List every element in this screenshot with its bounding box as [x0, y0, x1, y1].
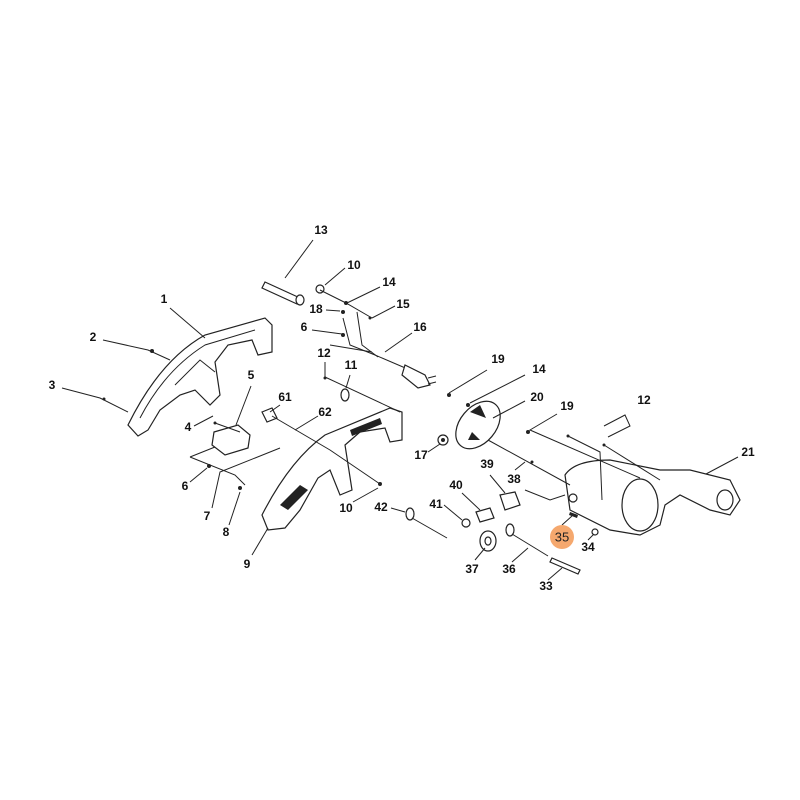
part-41-nut[interactable] — [461, 518, 471, 528]
part-61-switch-lock[interactable] — [261, 407, 278, 423]
label-36[interactable]: 36 — [502, 562, 516, 576]
label-42[interactable]: 42 — [374, 500, 388, 514]
label-9[interactable]: 9 — [244, 557, 251, 571]
part-33-pin[interactable] — [549, 557, 581, 575]
label-39[interactable]: 39 — [480, 457, 494, 471]
label-10[interactable]: 10 — [347, 258, 361, 272]
label-7[interactable]: 7 — [204, 509, 211, 523]
label-40[interactable]: 40 — [449, 478, 463, 492]
label-13[interactable]: 13 — [314, 223, 328, 237]
label-19[interactable]: 19 — [560, 399, 574, 413]
label-15[interactable]: 15 — [396, 297, 410, 311]
label-12[interactable]: 12 — [637, 393, 651, 407]
label-10[interactable]: 10 — [339, 501, 353, 515]
part-21-motor-housing[interactable] — [564, 459, 741, 536]
label-17[interactable]: 17 — [414, 448, 428, 462]
part-5-switch[interactable] — [211, 424, 251, 456]
label-11[interactable]: 11 — [345, 358, 358, 372]
label-5[interactable]: 5 — [248, 368, 255, 382]
part-35-screw[interactable] — [569, 512, 578, 518]
label-1[interactable]: 1 — [161, 292, 168, 306]
label-14[interactable]: 14 — [532, 362, 546, 376]
label-3[interactable]: 3 — [49, 378, 56, 392]
part-labels: 13 10 14 15 18 6 16 1 2 3 12 11 5 61 62 … — [49, 223, 755, 593]
label-37[interactable]: 37 — [465, 562, 479, 576]
label-14[interactable]: 14 — [382, 275, 396, 289]
label-62[interactable]: 62 — [318, 405, 332, 419]
part-11-clip[interactable] — [340, 388, 350, 402]
label-21[interactable]: 21 — [741, 445, 755, 459]
label-20[interactable]: 20 — [530, 390, 544, 404]
label-35-highlighted[interactable]: 35 — [555, 529, 569, 544]
label-34[interactable]: 34 — [581, 540, 595, 554]
label-8[interactable]: 8 — [223, 525, 230, 539]
label-16[interactable]: 16 — [413, 320, 427, 334]
label-41[interactable]: 41 — [429, 497, 443, 511]
part-36-rod[interactable] — [505, 523, 549, 557]
label-6[interactable]: 6 — [182, 479, 189, 493]
part-40-spindle[interactable] — [475, 507, 495, 523]
part-16-power-cord[interactable] — [329, 311, 437, 389]
part-34-screw[interactable] — [591, 528, 599, 536]
part-13-sleeve[interactable] — [261, 281, 305, 306]
label-6[interactable]: 6 — [301, 320, 308, 334]
part-37-washer[interactable] — [479, 530, 497, 552]
label-18[interactable]: 18 — [309, 302, 323, 316]
leader-lines — [61, 239, 739, 581]
label-12[interactable]: 12 — [317, 346, 331, 360]
part-42-ring[interactable] — [405, 507, 448, 539]
part-20-plate[interactable] — [447, 393, 509, 458]
label-19[interactable]: 19 — [491, 352, 505, 366]
label-38[interactable]: 38 — [507, 472, 521, 486]
label-4[interactable]: 4 — [185, 420, 192, 434]
highlight-marker-35[interactable] — [550, 525, 574, 549]
label-33[interactable]: 33 — [539, 579, 553, 593]
part-39-bearing[interactable] — [499, 491, 521, 511]
part-17-bushing[interactable] — [437, 434, 449, 446]
part-9-right-handle-half[interactable] — [261, 407, 403, 531]
part-1-left-handle-half[interactable] — [127, 317, 273, 437]
label-61[interactable]: 61 — [278, 390, 292, 404]
label-2[interactable]: 2 — [90, 330, 97, 344]
